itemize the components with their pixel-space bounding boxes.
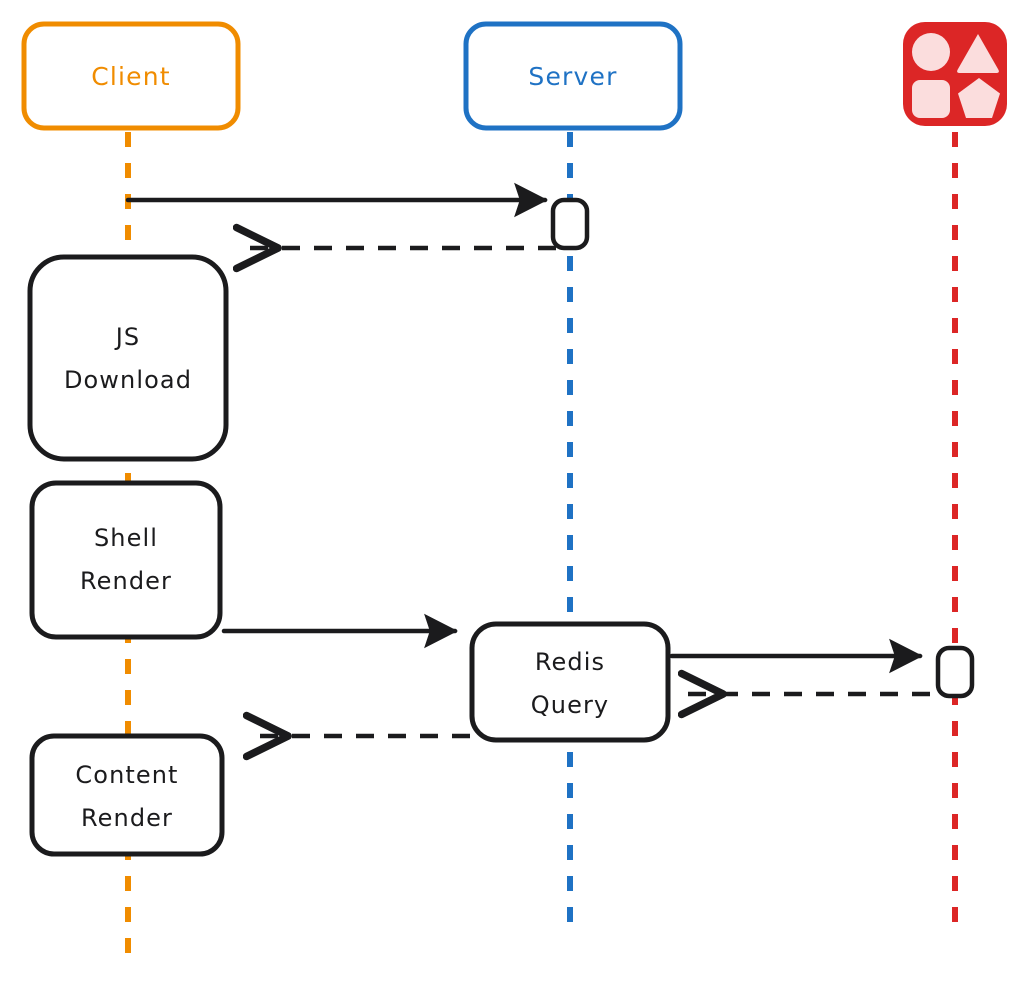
activity-box-shell-render-line-1: Shell — [94, 524, 158, 552]
activity-box-shell-render-line-2: Render — [80, 567, 172, 595]
activity-box-content-render-line-2: Render — [81, 804, 173, 832]
participant-server-box[interactable] — [463, 21, 683, 131]
activity-box-content-render-line-1: Content — [75, 761, 178, 789]
activity-box-js-download[interactable]: JS Download — [27, 254, 229, 462]
redis-icon-triangle-shape — [957, 34, 999, 73]
activity-box-js-download-line-2: Download — [64, 366, 192, 394]
activity-box-content-render-rect[interactable] — [29, 733, 225, 857]
participant-client-label: Client — [91, 62, 171, 91]
redis-icon-circle-shape — [912, 33, 950, 71]
activity-box-redis-query-line-2: Query — [531, 691, 609, 719]
activity-box-redis-query-rect[interactable] — [469, 621, 671, 743]
redis-icon-pentagon-shape — [958, 78, 1000, 118]
redis-icon-square-shape — [912, 80, 950, 118]
activity-box-shell-render-rect[interactable] — [29, 480, 223, 640]
messages — [125, 182, 930, 736]
activity-box-content-render[interactable]: Content Render — [29, 733, 225, 857]
participant-client-box[interactable] — [21, 21, 241, 131]
activity-box-js-download-line-1: JS — [114, 323, 141, 351]
redis-icon-shapes — [912, 33, 1000, 118]
activity-box-redis-query-line-1: Redis — [535, 648, 605, 676]
participant-server-label: Server — [528, 62, 617, 91]
activity-box-shell-render[interactable]: Shell Render — [29, 480, 223, 640]
activity-box-redis-query[interactable]: Redis Query — [469, 621, 671, 743]
activation-bars — [550, 197, 975, 699]
activity-box-js-download-rect[interactable] — [27, 254, 229, 462]
server-activation-bar — [550, 197, 590, 251]
participant-redis[interactable] — [903, 22, 1007, 126]
participant-client[interactable]: Client — [21, 21, 241, 131]
participant-server[interactable]: Server — [463, 21, 683, 131]
lifelines — [125, 132, 958, 958]
redis-activation-bar — [935, 645, 975, 699]
